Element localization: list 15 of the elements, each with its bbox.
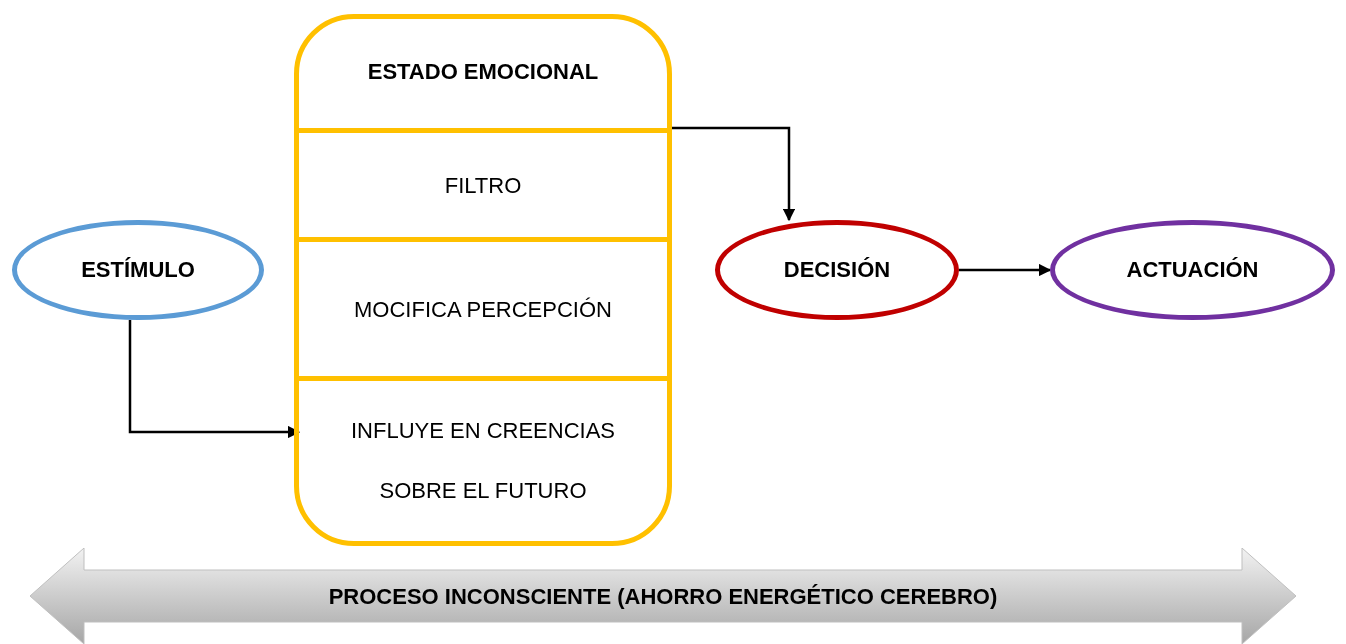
node-label: ESTÍMULO (81, 257, 195, 283)
box-heading: ESTADO EMOCIONAL (367, 59, 599, 85)
double-arrow-band (30, 548, 1296, 644)
arrow (672, 126, 796, 222)
band-label: PROCESO INCONSCIENTE (AHORRO ENERGÉTICO CEREBRO) (328, 584, 998, 610)
emotional-state-box (294, 14, 672, 546)
node-label: DECISIÓN (783, 257, 891, 283)
arrow (959, 263, 1052, 277)
oval-node (715, 220, 959, 320)
node-label: INFLUYE EN CREENCIAS SOBRE EL FUTURO (349, 417, 617, 505)
oval-node (12, 220, 264, 320)
oval-node (1050, 220, 1335, 320)
node-label: ACTUACIÓN (1126, 257, 1259, 283)
node-label: MOCIFICA PERCEPCIÓN (354, 297, 612, 323)
node-label: FILTRO (444, 173, 522, 199)
